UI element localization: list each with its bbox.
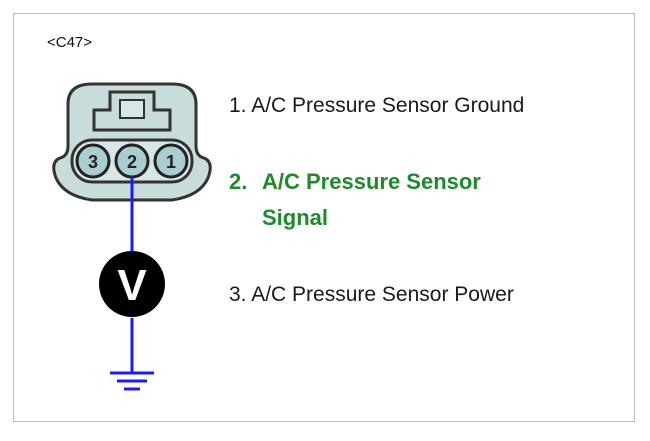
voltmeter-icon: V (99, 251, 165, 317)
pin-1-number: 1. (229, 94, 247, 117)
pin-2-description: 2. A/C Pressure Sensor Signal (229, 164, 481, 236)
ground-icon (110, 371, 154, 391)
pin-2-label-line2: Signal (262, 205, 329, 230)
pin-1-description: 1. A/C Pressure Sensor Ground (229, 92, 524, 119)
connector-id-label: <C47> (47, 34, 93, 51)
pin-3-number: 3. (229, 283, 247, 306)
pin-3-description: 3. A/C Pressure Sensor Power (229, 281, 514, 308)
connector-pin-3 (75, 143, 111, 179)
connector-pin-1 (153, 143, 189, 179)
connector-pin-3-label: 3 (88, 152, 98, 172)
diagram-frame (13, 13, 635, 422)
pin-2-label-line1: A/C Pressure Sensor (262, 169, 481, 194)
connector-pin-2-label: 2 (127, 152, 137, 172)
voltmeter-symbol: V (117, 261, 147, 310)
pin-3-label: A/C Pressure Sensor Power (251, 283, 514, 306)
connector-pins: 3 2 1 (75, 143, 189, 179)
pin-2-number: 2. (229, 169, 248, 194)
connector-pin-1-label: 1 (166, 152, 176, 172)
pin-1-label: A/C Pressure Sensor Ground (251, 94, 525, 117)
